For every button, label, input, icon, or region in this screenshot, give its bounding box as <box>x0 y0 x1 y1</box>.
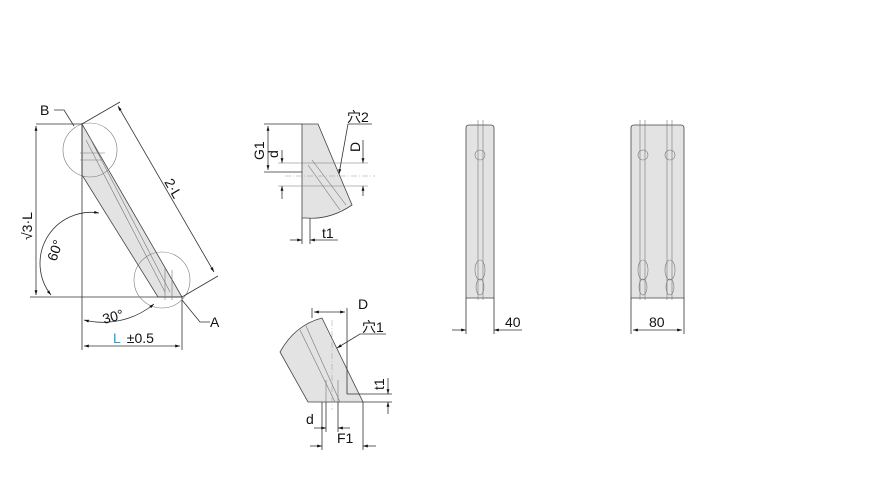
angle-30-label: 30° <box>101 306 126 327</box>
g1-label: G1 <box>251 141 267 160</box>
d-label-a: d <box>306 411 314 427</box>
detail-view-b: G1 d D 穴2 t1 <box>251 109 375 244</box>
front-view-80: 80 <box>630 120 685 334</box>
label-a: A <box>210 314 220 330</box>
base-dim-tolerance: ±0.5 <box>127 330 154 346</box>
detail-circle-b <box>62 122 118 178</box>
f1-label: F1 <box>337 430 354 446</box>
base-dim-l: L <box>113 330 121 346</box>
hole-2-label: 穴2 <box>347 109 369 125</box>
svg-text:L±0.5: L ±0.5 <box>113 330 154 346</box>
front-view-40: 40 <box>452 120 522 334</box>
width-40-label: 40 <box>505 314 521 330</box>
angled-bar <box>81 122 183 298</box>
main-view: √3·L 2·L B A 60° 30° L ±0.5 <box>19 101 220 350</box>
t1-label: t1 <box>322 225 334 241</box>
D-label-a: D <box>358 296 368 312</box>
d-label: d <box>265 150 281 158</box>
height-dim-label: √3·L <box>19 212 35 240</box>
length-dim-label: 2·L <box>161 176 185 202</box>
angle-60-label: 60° <box>44 238 66 263</box>
label-b: B <box>40 102 49 118</box>
D-label: D <box>347 142 363 152</box>
width-80-label: 80 <box>649 314 665 330</box>
hole-1-label: 穴1 <box>362 319 384 335</box>
t1-label-a: t1 <box>371 378 387 390</box>
detail-view-a: D 穴1 t1 d F1 <box>279 296 392 450</box>
